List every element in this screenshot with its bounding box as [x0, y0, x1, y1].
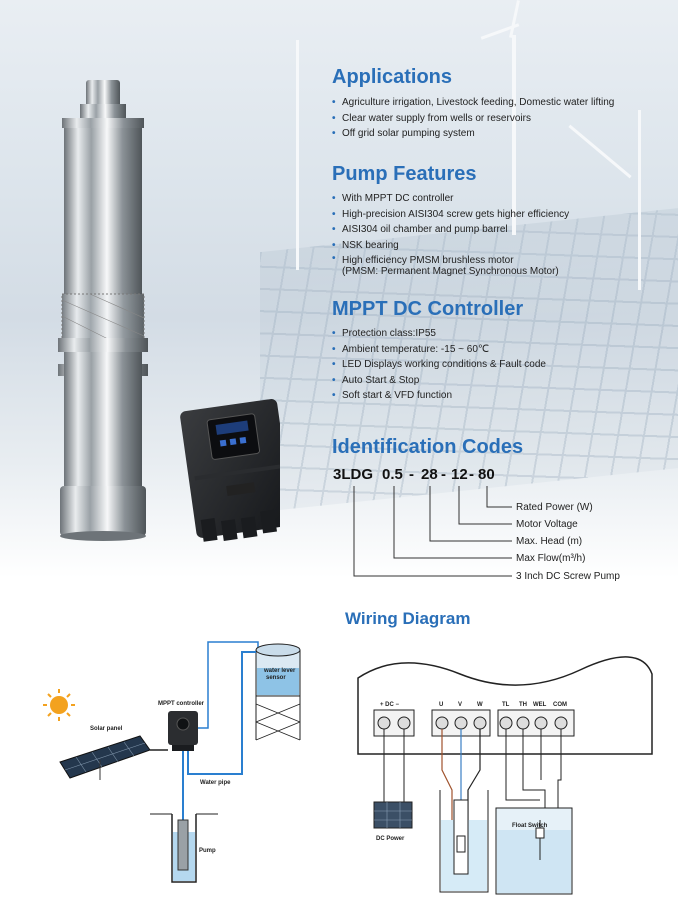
controller-label: MPPT controller [158, 701, 205, 707]
sensor-label-line1: water lever [263, 668, 296, 674]
float-switch-tank-icon [495, 807, 573, 895]
list-item: Protection class:IP55 [332, 326, 546, 342]
pump-features-list: With MPPT DC controller High-precision A… [332, 191, 569, 277]
terminal-w-label: W [477, 702, 483, 708]
list-item: Clear water supply from wells or reservo… [332, 111, 614, 127]
list-item: Auto Start & Stop [332, 373, 546, 389]
list-item: High-precision AISI304 screw gets higher… [332, 207, 569, 223]
dc-power-panel-icon [373, 801, 413, 829]
well-pump-icon [439, 790, 489, 893]
terminal-th-label: TH [519, 702, 527, 708]
identification-codes-title: Identification Codes [332, 436, 524, 458]
sensor-label-line2: sensor [266, 675, 286, 681]
wiring-diagram-title: Wiring Diagram [345, 609, 471, 628]
terminal-u-label: U [439, 702, 443, 708]
wind-turbine-tower [296, 40, 299, 270]
code-label-motor-voltage: Motor Voltage [516, 519, 578, 530]
list-item: AISI304 oil chamber and pump barrel [332, 222, 569, 238]
terminal-wel-label: WEL [533, 702, 547, 708]
wiring-schematic: + DC − U V W TL TH WEL COM DC Power Floa… [357, 656, 653, 895]
terminal-dc-label: + DC − [380, 702, 400, 708]
dc-power-label: DC Power [376, 836, 405, 842]
installation-diagram: Solar panel MPPT controller water lever … [43, 641, 301, 883]
wind-turbine-tower [638, 110, 641, 290]
pump-label: Pump [199, 848, 216, 854]
pump-features-title: Pump Features [332, 163, 477, 185]
code-dash: - [469, 466, 474, 483]
mppt-controller-list: Protection class:IP55 Ambient temperatur… [332, 326, 546, 404]
list-item: Agriculture irrigation, Livestock feedin… [332, 95, 614, 111]
mppt-controller-title: MPPT DC Controller [332, 298, 524, 320]
solar-panel-icon [59, 735, 151, 780]
applications-title: Applications [332, 66, 453, 88]
terminal-v-label: V [458, 702, 462, 708]
code-power: 80 [478, 466, 495, 483]
list-item-line: High efficiency PMSM brushless motor [342, 255, 514, 267]
list-item: With MPPT DC controller [332, 191, 569, 207]
list-item: NSK bearing [332, 238, 569, 254]
sun-icon [43, 689, 75, 721]
code-label-max-head: Max. Head (m) [516, 536, 583, 547]
solar-panel-label: Solar panel [90, 726, 123, 732]
float-switch-label: Float Switch [512, 823, 548, 829]
list-item: Ambient temperature: -15 ~ 60℃ [332, 342, 546, 358]
mppt-controller-icon [168, 711, 198, 751]
list-item: Soft start & VFD function [332, 388, 546, 404]
code-dash: - [409, 466, 414, 483]
code-voltage: 12 [451, 466, 468, 483]
terminal-tl-label: TL [502, 702, 510, 708]
code-model: 3LDG [333, 466, 374, 483]
code-dash: - [441, 466, 446, 483]
list-item: LED Displays working conditions & Fault … [332, 357, 546, 373]
code-label-max-flow: Max Flow(m³/h) [516, 553, 586, 564]
well-icon [171, 814, 197, 883]
water-tank-icon [255, 643, 301, 741]
list-item-line: (PMSM: Permanent Magnet Synchronous Moto… [342, 266, 559, 278]
solar-pump-image [58, 80, 280, 542]
applications-list: Agriculture irrigation, Livestock feedin… [332, 95, 614, 142]
code-label-pump-type: 3 Inch DC Screw Pump [516, 571, 620, 582]
code-head: 28 [421, 466, 438, 483]
list-item: High efficiency PMSM brushless motor (PM… [332, 253, 569, 277]
water-pipe-label: Water pipe [200, 780, 231, 786]
list-item: Off grid solar pumping system [332, 126, 614, 142]
wind-turbine-blade [509, 0, 520, 38]
code-label-rated-power: Rated Power (W) [516, 502, 593, 513]
code-flow: 0.5 [382, 466, 403, 483]
terminal-com-label: COM [553, 702, 567, 708]
